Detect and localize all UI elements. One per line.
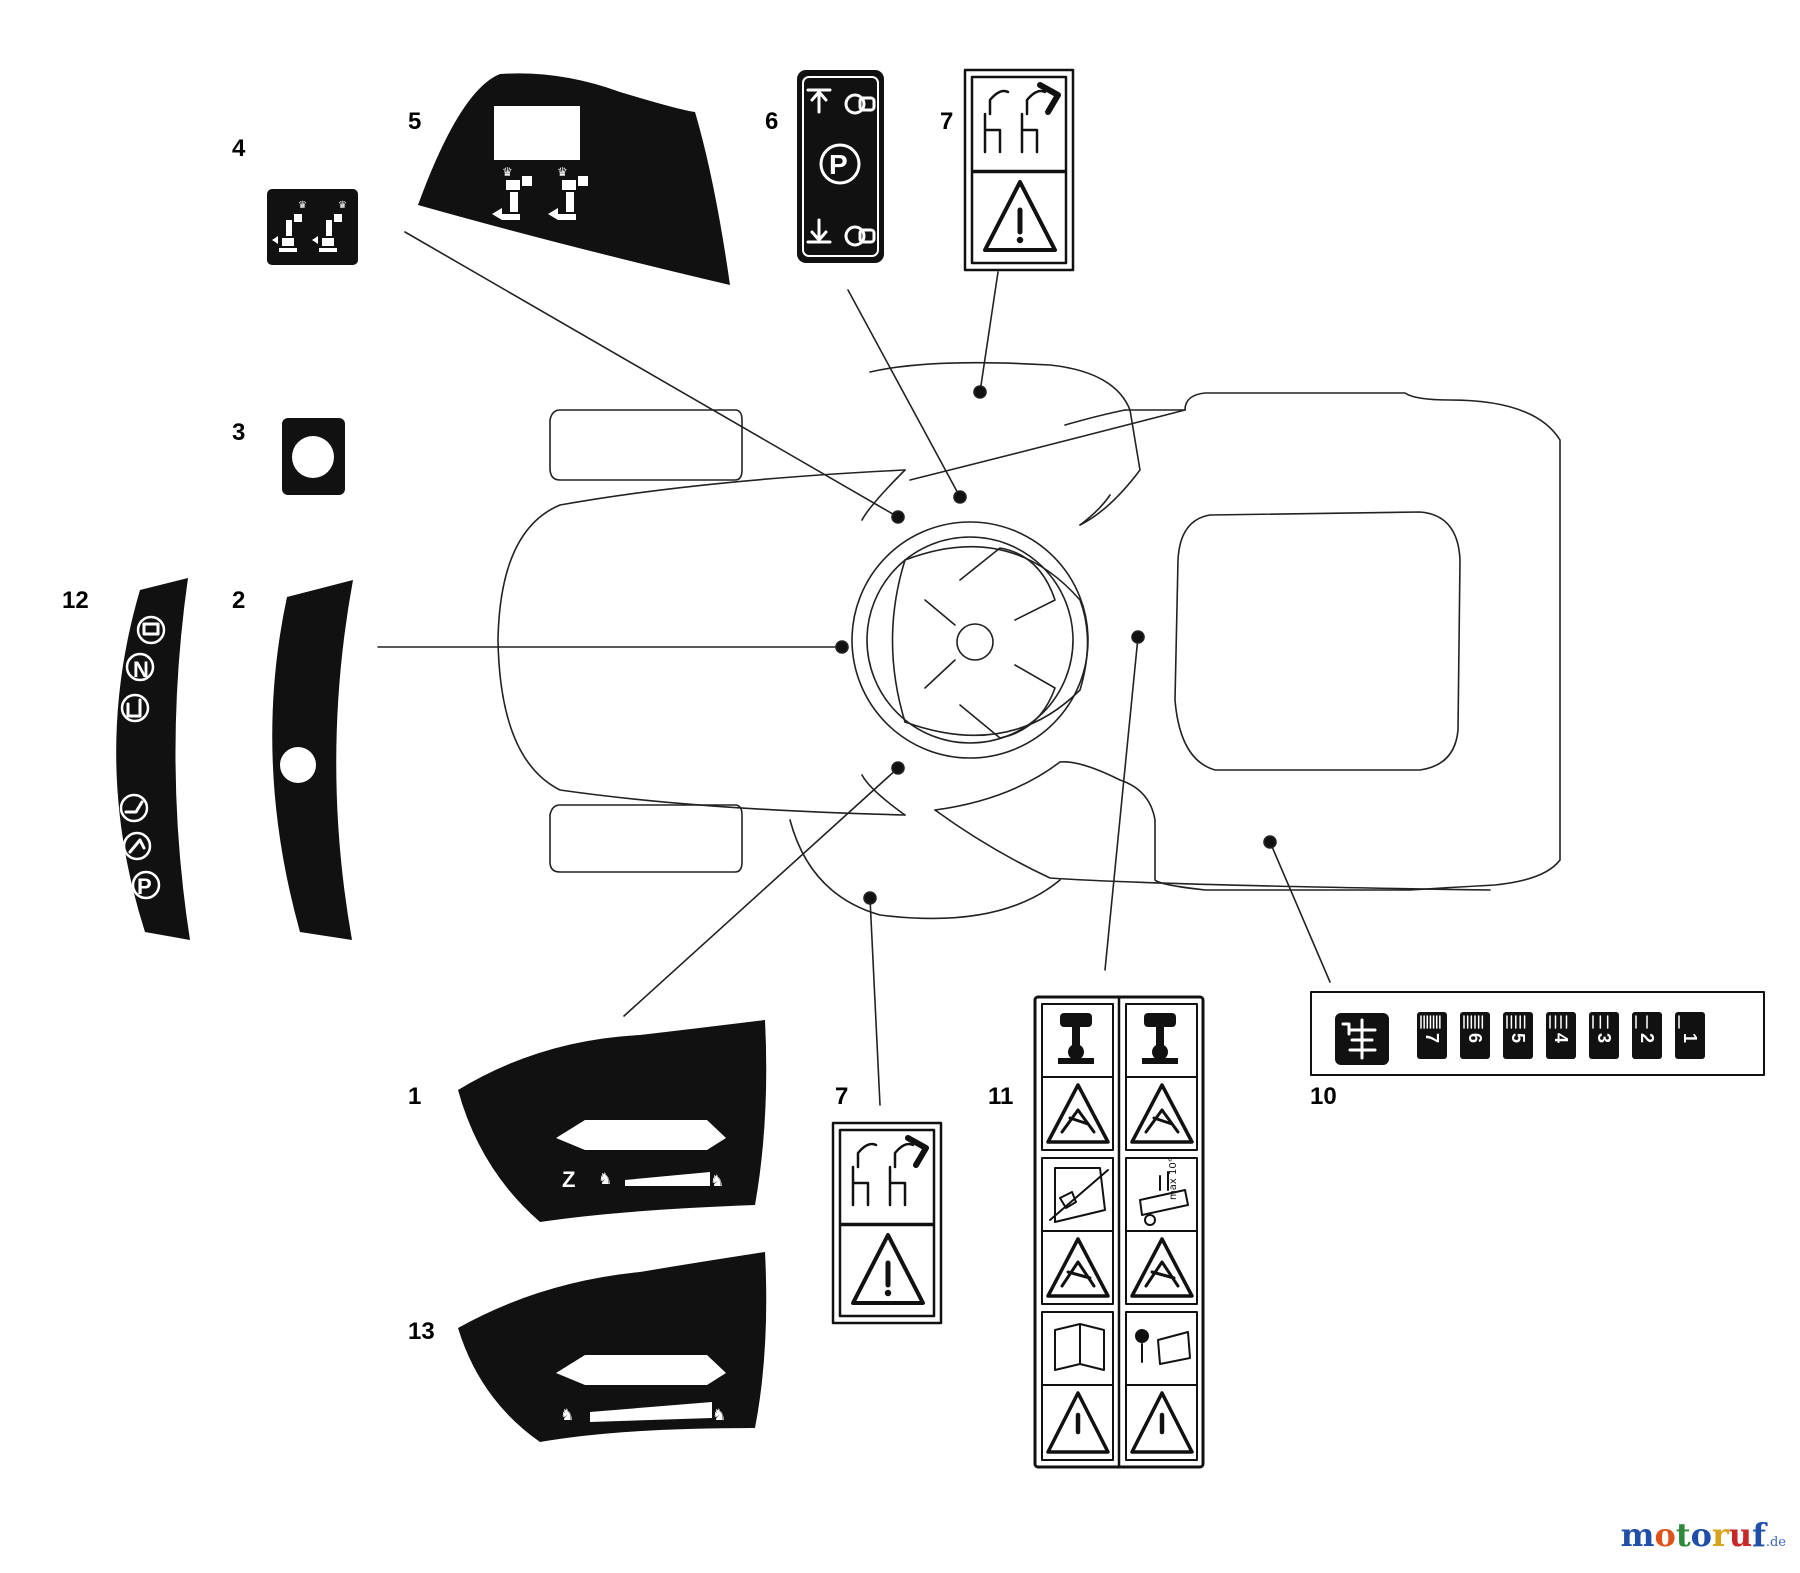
gear-tag-1: 1 <box>1675 1012 1705 1059</box>
decal-7-bottom <box>831 1121 943 1325</box>
svg-text:♛: ♛ <box>298 200 307 211</box>
seat <box>1174 511 1461 771</box>
decal-5: ♛ ♛ <box>418 73 730 285</box>
svg-text:♞: ♞ <box>710 1171 724 1190</box>
decal-6: P <box>797 70 884 263</box>
gear-number: 4 <box>1551 1033 1571 1043</box>
rear-right-tire <box>789 819 1061 920</box>
callout-11: 11 <box>988 1083 1014 1110</box>
gear-tag-3: 3 <box>1589 1012 1619 1059</box>
brand-tld: .de <box>1765 1535 1786 1550</box>
steering-wheel-outer <box>851 521 1089 759</box>
gear-tag-6: 6 <box>1460 1012 1490 1059</box>
gear-tag-2: 2 <box>1632 1012 1662 1059</box>
svg-text:♞: ♞ <box>712 1405 726 1424</box>
decal-11: max 10° <box>1033 995 1205 1469</box>
callout-2: 2 <box>232 587 246 614</box>
gear-tags: 7 6 5 4 3 2 1 <box>1417 1012 1705 1059</box>
callout-6: 6 <box>765 108 779 135</box>
gear-number: 5 <box>1508 1033 1528 1043</box>
gear-number: 3 <box>1594 1033 1614 1043</box>
tilt-label: max 10° <box>1168 1157 1179 1200</box>
callout-10: 10 <box>1310 1083 1337 1110</box>
svg-text:♛: ♛ <box>557 165 568 179</box>
brand-name: motoruf <box>1620 1516 1766 1554</box>
callout-3: 3 <box>232 419 246 446</box>
svg-text:P: P <box>829 149 848 180</box>
gear-number: 1 <box>1680 1033 1700 1043</box>
gear-number: 6 <box>1465 1033 1485 1043</box>
front-right-tire <box>549 804 743 873</box>
svg-text:♞: ♞ <box>560 1405 574 1424</box>
callout-13: 13 <box>408 1318 435 1345</box>
steering-wheel-inner <box>866 536 1074 744</box>
callout-12: 12 <box>62 587 89 614</box>
callout-7a: 7 <box>940 108 954 135</box>
decal-12: N P <box>116 578 190 940</box>
svg-text:N: N <box>133 657 149 682</box>
svg-text:♛: ♛ <box>502 165 513 179</box>
rear-left-tire <box>869 361 1141 526</box>
callout-5: 5 <box>408 108 422 135</box>
svg-text:Z: Z <box>562 1167 575 1192</box>
brand-watermark: motoruf.de <box>1621 1519 1786 1551</box>
svg-text:♛: ♛ <box>338 200 347 211</box>
svg-text:P: P <box>137 874 152 899</box>
svg-text:♞: ♞ <box>598 1169 612 1188</box>
decal-10: 7 6 5 4 3 2 1 <box>1310 991 1765 1076</box>
gear-number: 7 <box>1422 1033 1442 1043</box>
callout-7b: 7 <box>835 1083 849 1110</box>
callout-1: 1 <box>408 1083 422 1110</box>
tractor-outline <box>497 361 1561 920</box>
front-left-tire <box>549 409 743 481</box>
decal-7-top <box>963 68 1075 272</box>
decal-2 <box>272 580 353 940</box>
leader-lines <box>377 231 1331 1106</box>
callout-4: 4 <box>232 135 246 162</box>
decal-4: ♛ ♛ <box>267 189 358 265</box>
hood <box>497 469 906 816</box>
gear-tag-7: 7 <box>1417 1012 1447 1059</box>
gear-tag-4: 4 <box>1546 1012 1576 1059</box>
gear-number: 2 <box>1637 1033 1657 1043</box>
decal-1: Z ♞ ♞ <box>458 1020 767 1222</box>
decal-13: ♞ ♞ <box>458 1252 767 1442</box>
rear-body <box>1059 392 1561 891</box>
gear-tag-5: 5 <box>1503 1012 1533 1059</box>
decal-3 <box>282 418 345 495</box>
